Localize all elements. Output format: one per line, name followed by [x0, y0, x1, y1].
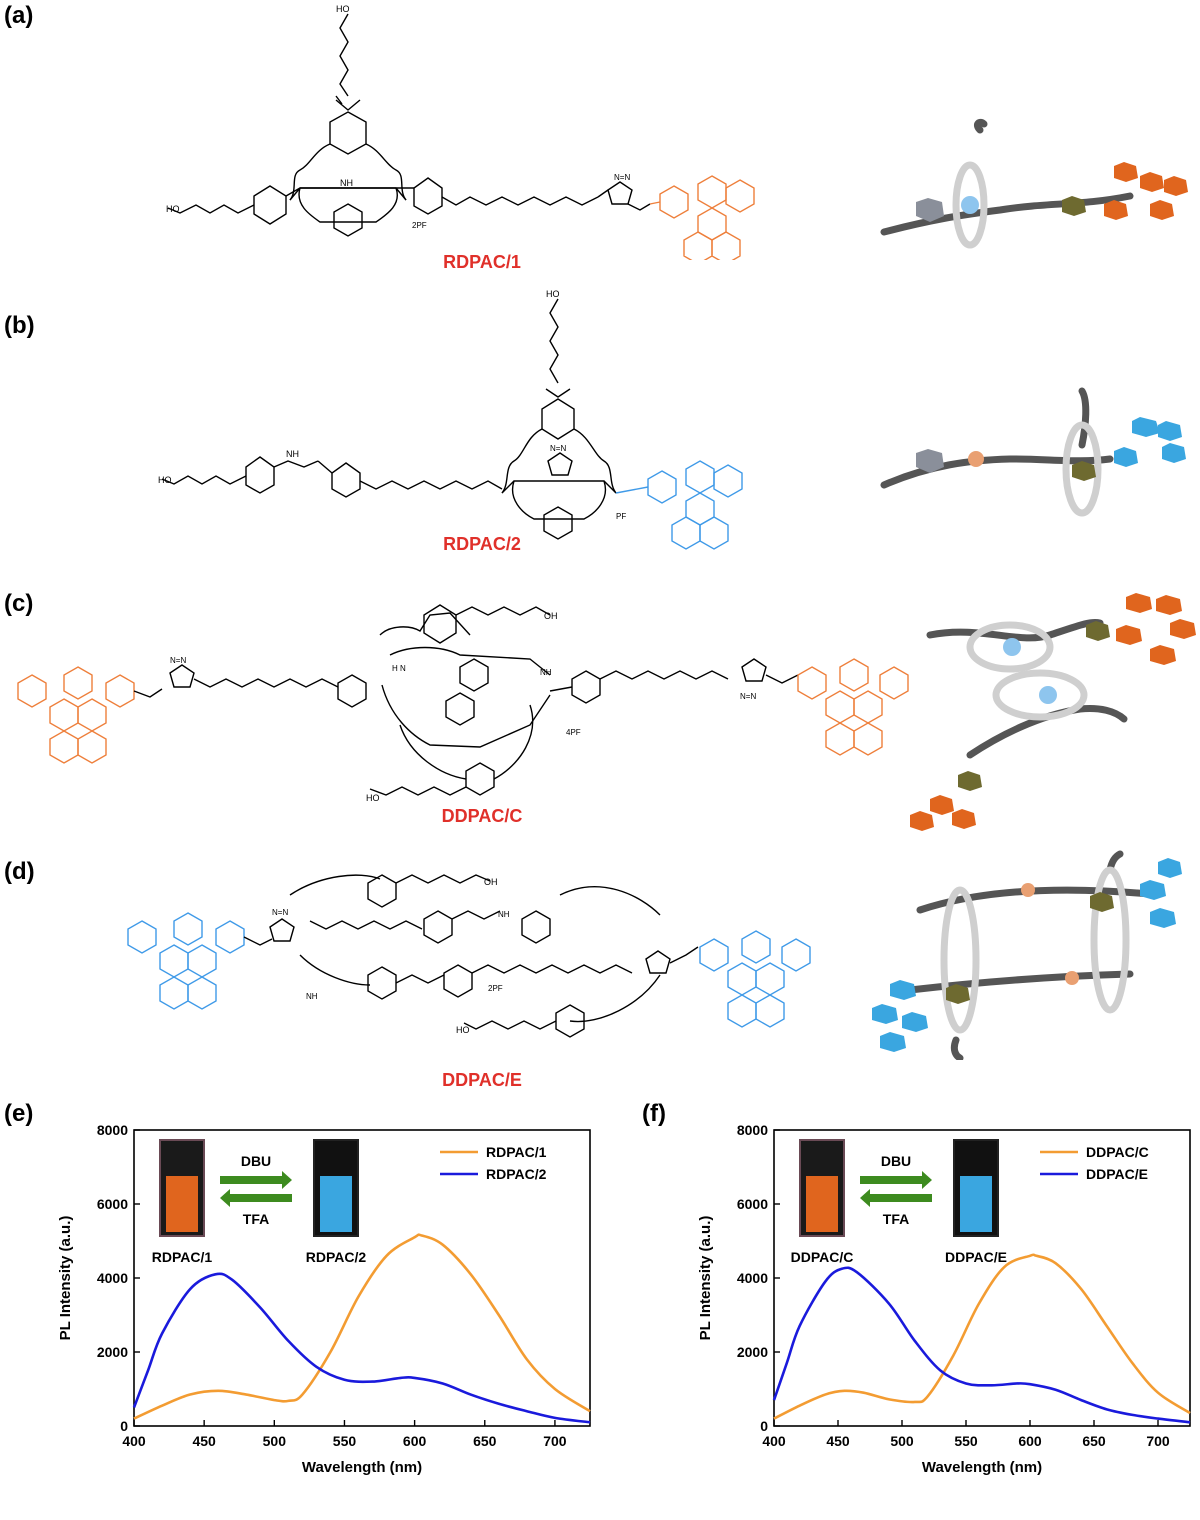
structure-ddpace: HO OH NH NH 2PF N=N — [127, 874, 811, 1038]
svg-text:2PF: 2PF — [412, 221, 427, 230]
y-tick-label: 6000 — [97, 1196, 128, 1212]
x-tick-label: 400 — [122, 1433, 146, 1449]
vial-right-label: RDPAC/2 — [306, 1249, 367, 1265]
cartoon-rdpac1 — [880, 118, 1188, 249]
svg-text:NH: NH — [286, 449, 299, 459]
panel-label-c: (c) — [4, 590, 34, 617]
y-tick-label: 0 — [760, 1418, 768, 1434]
series-line-0 — [773, 1253, 1191, 1420]
vial-left-liquid — [166, 1176, 198, 1232]
x-axis-label: Wavelength (nm) — [922, 1459, 1042, 1476]
svg-text:NH: NH — [540, 668, 552, 677]
x-tick-label: 650 — [473, 1433, 497, 1449]
reverse-arrow-icon — [860, 1189, 932, 1207]
y-tick-label: 4000 — [97, 1270, 128, 1286]
svg-text:OH: OH — [484, 877, 498, 887]
svg-text:N=N: N=N — [170, 656, 186, 665]
svg-text:4PF: 4PF — [566, 728, 581, 737]
x-axis-label: Wavelength (nm) — [302, 1459, 422, 1476]
vial-left-label: DDPAC/C — [791, 1249, 854, 1265]
legend-label-0: RDPAC/1 — [486, 1144, 547, 1160]
x-tick-label: 650 — [1082, 1433, 1106, 1449]
x-tick-label: 450 — [826, 1433, 850, 1449]
panel-label-f: (f) — [642, 1100, 666, 1127]
y-tick-label: 8000 — [97, 1122, 128, 1138]
arrow-bottom-label: TFA — [883, 1211, 909, 1227]
svg-text:NH: NH — [340, 178, 353, 188]
svg-text:HO: HO — [336, 4, 350, 14]
vial-right-liquid — [320, 1176, 352, 1232]
vial-left-label: RDPAC/1 — [152, 1249, 213, 1265]
compound-name-ddpacc: DDPAC/C — [441, 806, 523, 826]
svg-text:2PF: 2PF — [488, 984, 503, 993]
panel-label-a: (a) — [4, 2, 34, 29]
svg-text:NH: NH — [306, 992, 318, 1001]
compound-name-rdpac1: RDPAC/1 — [443, 252, 521, 272]
panel-label-b: (b) — [4, 312, 35, 339]
structure-rdpac1: HO HO NH 2PF N=N — [166, 4, 755, 260]
forward-arrow-icon — [220, 1171, 292, 1189]
svg-text:HO: HO — [166, 204, 180, 214]
vial-left-liquid — [806, 1176, 838, 1232]
forward-arrow-icon — [860, 1171, 932, 1189]
svg-text:N=N: N=N — [614, 173, 630, 182]
x-tick-label: 700 — [543, 1433, 567, 1449]
svg-text:H N: H N — [392, 664, 406, 673]
x-tick-label: 400 — [762, 1433, 786, 1449]
panel-label-e: (e) — [4, 1100, 34, 1127]
y-tick-label: 8000 — [737, 1122, 768, 1138]
y-tick-label: 6000 — [737, 1196, 768, 1212]
svg-text:N=N: N=N — [550, 444, 566, 453]
structure-ddpacc: HO OH H N NH 4PF N=N N=N — [17, 604, 909, 803]
svg-text:N=N: N=N — [740, 692, 756, 701]
x-tick-label: 550 — [954, 1433, 978, 1449]
svg-text:PF: PF — [616, 512, 626, 521]
cartoon-rdpac2 — [880, 387, 1186, 517]
y-tick-label: 2000 — [97, 1344, 128, 1360]
arrow-bottom-label: TFA — [243, 1211, 269, 1227]
series-line-1 — [772, 1266, 1191, 1424]
vial-right-liquid — [960, 1176, 992, 1232]
svg-text:HO: HO — [546, 289, 560, 299]
x-tick-label: 450 — [192, 1433, 216, 1449]
svg-text:HO: HO — [456, 1025, 470, 1035]
arrow-top-label: DBU — [881, 1153, 911, 1169]
panel-label-d: (d) — [4, 858, 35, 885]
arrow-top-label: DBU — [241, 1153, 271, 1169]
x-tick-label: 550 — [333, 1433, 357, 1449]
pl-spectrum-chart-e: 400 450 500 550 600 650 700 0 2000 4000 6000 8000Wa… — [57, 1122, 591, 1476]
y-tick-label: 2000 — [737, 1344, 768, 1360]
x-tick-label: 700 — [1146, 1433, 1170, 1449]
pl-spectrum-chart-f: 400 450 500 550 600 650 700 0 2000 4000 6000 8000Wa… — [697, 1122, 1191, 1476]
structure-rdpac2: HO HO NH PF N=N — [158, 289, 743, 550]
legend-label-1: DDPAC/E — [1086, 1166, 1148, 1182]
y-tick-label: 0 — [120, 1418, 128, 1434]
svg-text:HO: HO — [366, 793, 380, 803]
svg-text:NH: NH — [498, 910, 510, 919]
y-axis-label: PL Intensity (a.u.) — [57, 1216, 74, 1341]
x-tick-label: 500 — [263, 1433, 287, 1449]
svg-text:HO: HO — [158, 475, 172, 485]
series-line-1 — [132, 1272, 591, 1424]
x-tick-label: 600 — [403, 1433, 427, 1449]
cartoon-ddpacc — [910, 593, 1196, 831]
x-tick-label: 600 — [1018, 1433, 1042, 1449]
svg-text:N=N: N=N — [272, 908, 288, 917]
legend-label-1: RDPAC/2 — [486, 1166, 547, 1182]
compound-name-rdpac2: RDPAC/2 — [443, 534, 521, 554]
y-tick-label: 4000 — [737, 1270, 768, 1286]
legend-label-0: DDPAC/C — [1086, 1144, 1149, 1160]
svg-text:OH: OH — [544, 611, 558, 621]
vial-right-label: DDPAC/E — [945, 1249, 1007, 1265]
compound-name-ddpace: DDPAC/E — [442, 1070, 522, 1090]
reverse-arrow-icon — [220, 1189, 292, 1207]
cartoon-ddpace — [872, 850, 1182, 1060]
y-axis-label: PL Intensity (a.u.) — [697, 1216, 714, 1341]
x-tick-label: 500 — [890, 1433, 914, 1449]
series-line-0 — [133, 1233, 591, 1420]
